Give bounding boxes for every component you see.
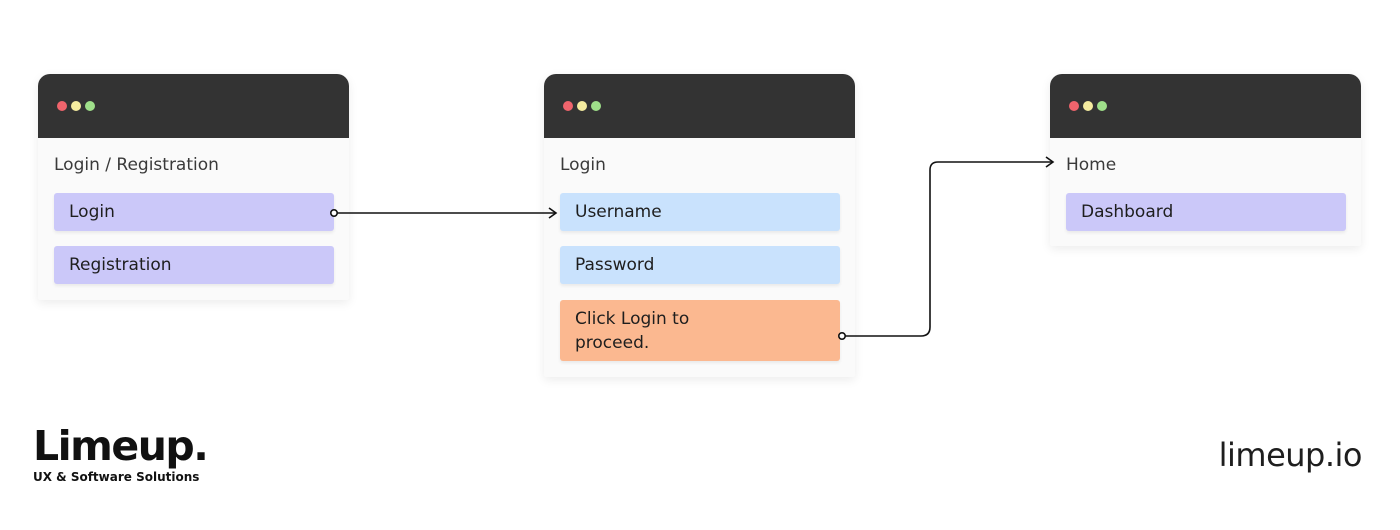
minimize-dot-icon bbox=[71, 101, 81, 111]
password-field[interactable]: Password bbox=[560, 246, 840, 284]
window-title: Login bbox=[560, 155, 606, 175]
brand-logo: Limeup. bbox=[33, 422, 209, 470]
minimize-dot-icon bbox=[577, 101, 587, 111]
minimize-dot-icon bbox=[1083, 101, 1093, 111]
window-title: Login / Registration bbox=[54, 155, 219, 175]
login-instruction-note[interactable]: Click Login to proceed. bbox=[560, 300, 840, 361]
close-dot-icon bbox=[57, 101, 67, 111]
window-login: Login Username Password Click Login to p… bbox=[544, 74, 855, 377]
login-instruction-text: Click Login to proceed. bbox=[575, 309, 690, 353]
window-titlebar bbox=[544, 74, 855, 138]
site-url[interactable]: limeup.io bbox=[1218, 436, 1363, 474]
window-controls bbox=[57, 101, 95, 111]
connector-proceed-to-home bbox=[837, 156, 1055, 340]
close-dot-icon bbox=[563, 101, 573, 111]
window-controls bbox=[563, 101, 601, 111]
maximize-dot-icon bbox=[591, 101, 601, 111]
window-login-registration: Login / Registration Login Registration bbox=[38, 74, 349, 300]
close-dot-icon bbox=[1069, 101, 1079, 111]
connector-login-to-login-screen bbox=[329, 207, 558, 219]
window-titlebar bbox=[1050, 74, 1361, 138]
brand-tagline: UX & Software Solutions bbox=[33, 470, 200, 484]
maximize-dot-icon bbox=[85, 101, 95, 111]
arrowhead-icon bbox=[1045, 156, 1055, 168]
login-button[interactable]: Login bbox=[54, 193, 334, 231]
dashboard-button[interactable]: Dashboard bbox=[1066, 193, 1346, 231]
connector-start-icon bbox=[837, 331, 846, 340]
brand-block: Limeup. UX & Software Solutions bbox=[33, 422, 209, 484]
window-title: Home bbox=[1066, 155, 1117, 175]
registration-button[interactable]: Registration bbox=[54, 246, 334, 284]
arrowhead-icon bbox=[548, 207, 558, 219]
window-home: Home Dashboard bbox=[1050, 74, 1361, 246]
maximize-dot-icon bbox=[1097, 101, 1107, 111]
username-field[interactable]: Username bbox=[560, 193, 840, 231]
window-titlebar bbox=[38, 74, 349, 138]
window-controls bbox=[1069, 101, 1107, 111]
connector-start-icon bbox=[329, 209, 338, 218]
